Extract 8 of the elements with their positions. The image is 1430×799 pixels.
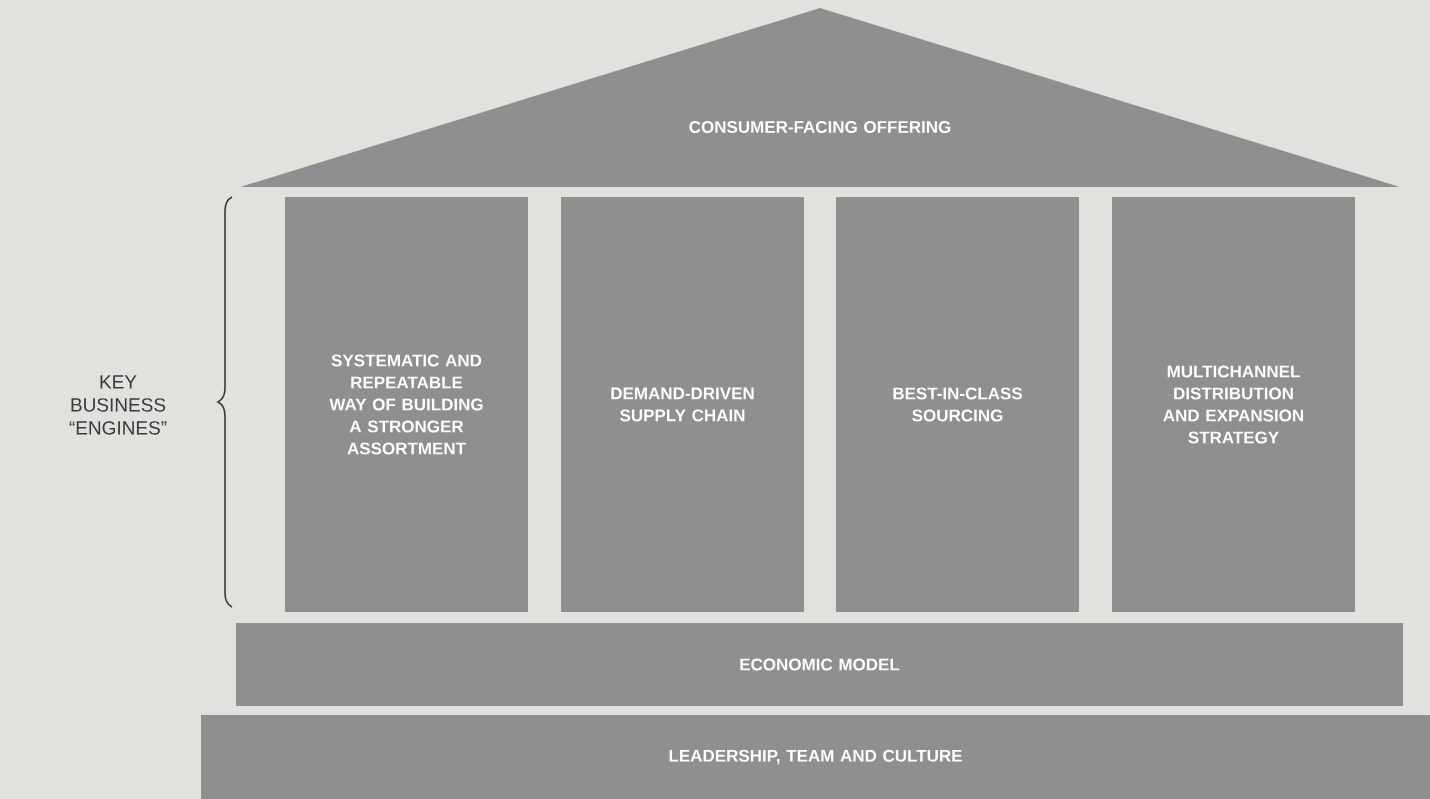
pillar-box: BEST-IN-CLASS SOURCING — [836, 197, 1079, 612]
side-label: KEY BUSINESS “ENGINES” — [69, 375, 167, 435]
foundation-band: LEADERSHIP, TEAM AND CULTURE — [201, 715, 1430, 799]
pillar-box: MULTICHANNEL DISTRIBUTION AND EXPANSION STRATEGY — [1112, 197, 1355, 612]
foundation-band: ECONOMIC MODEL — [236, 623, 1403, 706]
pillar-box: DEMAND-DRIVEN SUPPLY CHAIN — [561, 197, 804, 612]
roof-triangle: CONSUMER-FACING OFFERING — [240, 8, 1400, 187]
pillar-box: SYSTEMATIC AND REPEATABLE WAY OF BUILDING A STRONGER ASSORTMENT — [285, 197, 528, 612]
